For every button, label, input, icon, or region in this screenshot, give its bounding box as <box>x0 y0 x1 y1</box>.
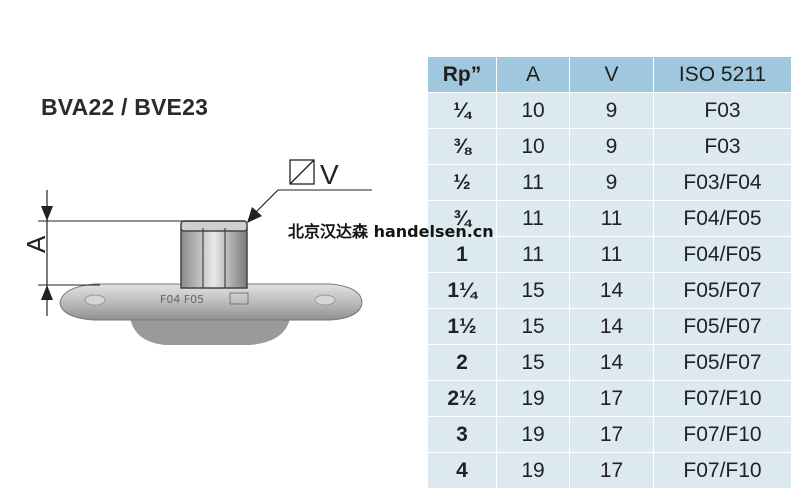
table-row: 2½ 19 17 F07/F10 <box>427 380 792 417</box>
table-row: 4 19 17 F07/F10 <box>427 452 792 489</box>
valve-flange <box>59 283 363 321</box>
cell-a: 11 <box>496 164 570 201</box>
stem-top <box>180 220 248 232</box>
header-iso: ISO 5211 <box>653 56 792 93</box>
table-row: ½ 11 9 F03/F04 <box>427 164 792 201</box>
cell-iso: F05/F07 <box>653 272 792 309</box>
dimension-table: Rp” A V ISO 5211 ¼ 10 9 F03 ⅜ 10 9 F03 ½… <box>427 56 792 489</box>
cell-rp: 1 <box>427 236 497 273</box>
cell-iso: F03/F04 <box>653 164 792 201</box>
table-row: 1¼ 15 14 F05/F07 <box>427 272 792 309</box>
cell-rp: ½ <box>427 164 497 201</box>
cell-iso: F07/F10 <box>653 380 792 417</box>
cell-rp: 1½ <box>427 308 497 345</box>
cell-rp: 3 <box>427 416 497 453</box>
casting-text: F04 F05 <box>160 293 204 306</box>
cell-iso: F05/F07 <box>653 308 792 345</box>
table-row: ¾ 11 11 F04/F05 <box>427 200 792 237</box>
valve-top-drawing: F04 F05 A V <box>21 159 372 345</box>
cell-v: 14 <box>569 308 654 345</box>
cell-iso: F03 <box>653 128 792 165</box>
cell-v: 17 <box>569 380 654 417</box>
cell-rp: 1¼ <box>427 272 497 309</box>
cell-a: 19 <box>496 452 570 489</box>
table-row: 1 11 11 F04/F05 <box>427 236 792 273</box>
cell-a: 15 <box>496 272 570 309</box>
cell-rp: 4 <box>427 452 497 489</box>
dim-a-label: A <box>21 235 51 253</box>
valve-stem <box>180 227 248 289</box>
table-row: 2 15 14 F05/F07 <box>427 344 792 381</box>
table-row: ⅜ 10 9 F03 <box>427 128 792 165</box>
size-v-label: V <box>320 159 339 190</box>
product-title: BVA22 / BVE23 <box>41 94 209 120</box>
cell-iso: F04/F05 <box>653 200 792 237</box>
table-header-row: Rp” A V ISO 5211 <box>427 56 792 93</box>
watermark-text: 北京汉达森 handelsen.cn <box>288 222 494 241</box>
cell-iso: F07/F10 <box>653 416 792 453</box>
casting-logo <box>229 292 249 305</box>
cell-rp: 2½ <box>427 380 497 417</box>
cell-v: 17 <box>569 416 654 453</box>
valve-neck <box>130 318 290 345</box>
leader-arrow-icon <box>247 207 262 223</box>
cell-v: 11 <box>569 200 654 237</box>
cell-iso: F07/F10 <box>653 452 792 489</box>
cell-v: 11 <box>569 236 654 273</box>
cell-a: 19 <box>496 416 570 453</box>
cell-rp: ¾ <box>427 200 497 237</box>
leader-line <box>255 189 279 213</box>
cell-iso: F05/F07 <box>653 344 792 381</box>
header-rp: Rp” <box>427 56 497 93</box>
cell-a: 15 <box>496 308 570 345</box>
flange-hole-left <box>84 294 106 306</box>
cell-v: 14 <box>569 272 654 309</box>
cell-a: 11 <box>496 236 570 273</box>
cell-v: 17 <box>569 452 654 489</box>
cell-rp: 2 <box>427 344 497 381</box>
cell-v: 9 <box>569 128 654 165</box>
cell-v: 14 <box>569 344 654 381</box>
cell-rp: ⅜ <box>427 128 497 165</box>
table-row: 3 19 17 F07/F10 <box>427 416 792 453</box>
cell-a: 19 <box>496 380 570 417</box>
table-row: ¼ 10 9 F03 <box>427 92 792 129</box>
arrow-up-icon <box>41 285 53 300</box>
cell-a: 10 <box>496 92 570 129</box>
arrow-down-icon <box>41 206 53 221</box>
cell-iso: F03 <box>653 92 792 129</box>
cell-a: 11 <box>496 200 570 237</box>
square-symbol-icon <box>289 159 315 185</box>
flange-hole-right <box>314 294 336 306</box>
cell-a: 10 <box>496 128 570 165</box>
table-row: 1½ 15 14 F05/F07 <box>427 308 792 345</box>
cell-v: 9 <box>569 92 654 129</box>
cell-a: 15 <box>496 344 570 381</box>
header-a: A <box>496 56 570 93</box>
cell-v: 9 <box>569 164 654 201</box>
header-v: V <box>569 56 654 93</box>
cell-rp: ¼ <box>427 92 497 129</box>
cell-iso: F04/F05 <box>653 236 792 273</box>
